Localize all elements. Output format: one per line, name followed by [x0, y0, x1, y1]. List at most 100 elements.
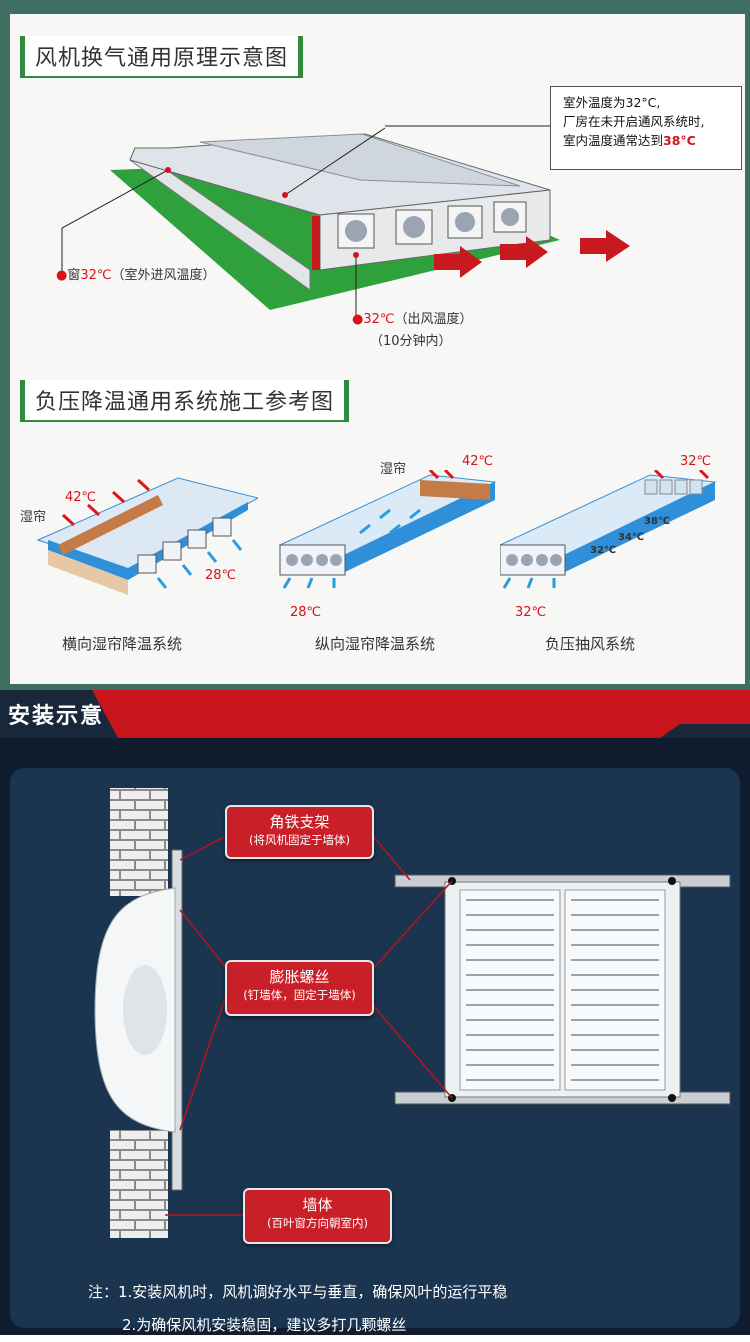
barn-roof-panels — [199, 133, 521, 187]
fan-blade-4 — [501, 208, 519, 226]
sys3-inlet-3 — [674, 479, 688, 495]
sys3-grad-3: 38℃ — [644, 516, 671, 527]
callout-leaders — [165, 834, 453, 1216]
sys2-out-temp: 28℃ — [290, 605, 322, 620]
sys3-red-arrow-2 — [698, 470, 710, 480]
sys1-red-arrow-3 — [111, 490, 126, 504]
sys1-red-arrow-1 — [61, 513, 76, 527]
callout-expansion-bolt: 膨胀螺丝 (钉墙体，固定于墙体) — [225, 960, 374, 1016]
sys2-blue-arrow-4 — [389, 523, 401, 535]
wall-upper — [110, 788, 168, 896]
note-highlight-temp: 38°C — [663, 133, 696, 148]
note-line-2: 厂房在未开启通风系统时, — [563, 114, 705, 129]
callout-bolt-sub: (钉墙体，固定于墙体) — [243, 988, 356, 1002]
install-notes: 注：1.安装风机时，风机调好水平与垂直，确保风叶的运行平稳 2.为确保风机安装稳… — [88, 1276, 507, 1342]
sys1-floor — [48, 550, 128, 595]
sys1-in-temp: 42℃ — [65, 490, 97, 505]
leader-bolt-bottom — [359, 989, 453, 1099]
note-line-1: 室外温度为32°C, — [563, 95, 661, 110]
sys1-fan-4 — [212, 517, 232, 537]
sys1-red-arrow-2 — [86, 503, 101, 517]
sys3-grad-2: 34℃ — [618, 532, 645, 543]
sys2-blue-arrow-1 — [379, 508, 391, 520]
callout-angle-iron-sub: (将风机固定于墙体) — [249, 833, 350, 847]
install-note-2: 2.为确保风机安装稳固，建议多打几颗螺丝 — [122, 1316, 407, 1334]
callout-bolt-title: 膨胀螺丝 — [269, 968, 330, 986]
window-leader-dot — [165, 167, 171, 173]
section2-title: 负压降温通用系统施工参考图 — [20, 380, 350, 420]
sys2-fan-1 — [286, 554, 298, 566]
window-suffix: （室外进风温度） — [111, 268, 216, 283]
outflow-arrow-3 — [580, 230, 630, 262]
sys3-fan-3 — [536, 554, 548, 566]
sys2-blue-arrow-5 — [282, 577, 292, 589]
note-pointer-line — [385, 125, 550, 127]
sys1-blue-arrows — [156, 539, 243, 589]
leader-bolt-upper — [179, 909, 229, 971]
callout-angle-iron-title: 角铁支架 — [269, 813, 330, 831]
louver-slats — [466, 899, 659, 1081]
sys1-blue-arrow-4 — [231, 539, 243, 551]
window-temp-label: ●窗32℃（室外进风温度） — [56, 268, 216, 283]
sys3-caption: 负压抽风系统 — [545, 635, 636, 653]
install-diagram — [94, 788, 731, 1238]
sys1-fan-3 — [187, 529, 207, 549]
sys1-blue-arrow-3 — [206, 551, 218, 563]
sys2-red-arrow-1 — [428, 470, 440, 480]
fan-hub — [123, 965, 167, 1055]
sys2-side — [345, 482, 495, 572]
wet-curtain-strip — [312, 216, 320, 270]
install-header: 安装示意 — [0, 690, 750, 738]
sys1-front — [48, 502, 248, 580]
sys2-curtain — [420, 480, 490, 500]
sys3-blue-arrow-2 — [526, 577, 534, 589]
sys1-curtain — [58, 495, 163, 555]
outlet-time-label: （10分钟内） — [370, 334, 452, 349]
fan-blade-2 — [403, 216, 425, 238]
window-prefix: 窗 — [67, 268, 81, 283]
sys1-fan-1 — [137, 554, 157, 574]
outflow-arrow-1 — [434, 246, 482, 278]
fan-blade-3 — [455, 212, 475, 232]
sys2-fan-2 — [301, 554, 313, 566]
system-3-diagram — [500, 470, 717, 589]
sys1-curtain-label: 湿帘 — [20, 510, 47, 525]
window-leader-line — [61, 169, 169, 272]
callout-wall-sub: (百叶窗方向朝室内) — [267, 1216, 368, 1230]
outlet-suffix: （出风温度） — [394, 312, 473, 327]
leader-bolt-lower — [179, 989, 229, 1131]
leader-bolt-top — [371, 880, 453, 971]
roof-leader-line — [284, 127, 386, 196]
sys1-blue-arrow-1 — [156, 577, 168, 589]
section1-title: 风机换气通用原理示意图 — [20, 36, 304, 76]
outlet-temp: 32℃ — [363, 312, 395, 327]
fan-blades — [345, 208, 519, 242]
sys3-out-temp: 32℃ — [515, 605, 547, 620]
sys2-blue-arrow-3 — [409, 508, 421, 520]
sys2-caption: 纵向湿帘降温系统 — [315, 635, 436, 653]
sys3-inlet-4 — [689, 479, 703, 495]
sys3-red-arrow-1 — [653, 470, 665, 480]
sys2-red-arrow-2 — [443, 470, 455, 480]
install-note-1: 注：1.安装风机时，风机调好水平与垂直，确保风叶的运行平稳 — [88, 1283, 508, 1301]
roof-leader-dot — [282, 192, 288, 198]
sys3-inlet-1 — [644, 479, 658, 495]
sys2-blue-arrow-6 — [306, 577, 314, 589]
window-temp: 32℃ — [80, 268, 112, 283]
sys3-fan-1 — [506, 554, 518, 566]
bolt-2 — [668, 877, 676, 885]
sys2-in-temp: 42℃ — [462, 454, 494, 469]
sys2-blue-arrow-2 — [359, 523, 371, 535]
red-band-shape — [90, 690, 750, 738]
sys2-fan-3 — [316, 554, 328, 566]
sys1-blue-arrow-2 — [181, 564, 193, 576]
bolt-4 — [668, 1094, 676, 1102]
sys3-side — [565, 482, 715, 572]
sys2-blue-arrows — [282, 508, 421, 589]
sys2-red-arrows — [428, 470, 455, 480]
callout-angle-iron: 角铁支架 (将风机固定于墙体) — [225, 805, 374, 859]
title-tab-shape — [0, 690, 118, 738]
sys3-fan-4 — [550, 554, 562, 566]
callout-wall: 墙体 (百叶窗方向朝室内) — [243, 1188, 392, 1244]
temperature-note: 室外温度为32°C, 厂房在未开启通风系统时, 室内温度通常达到38°C — [550, 86, 742, 170]
